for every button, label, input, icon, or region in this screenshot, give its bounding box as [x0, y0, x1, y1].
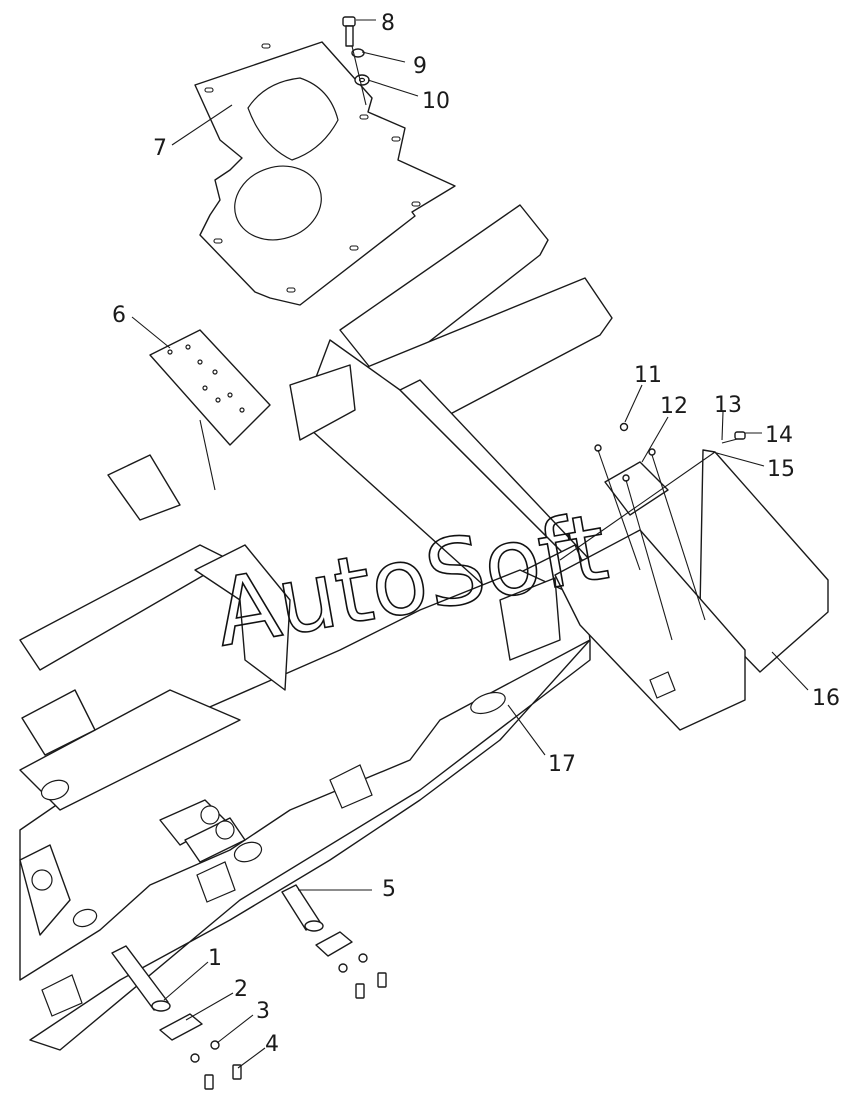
- callout-11: 11: [634, 363, 662, 388]
- callout-16: 16: [812, 686, 840, 711]
- cover-plate-7: [194, 41, 456, 306]
- callout-labels: 8 9 10 7 6 11 12 13 14 15 16 17 5 1 2 3 …: [112, 11, 840, 1057]
- callout-7: 7: [153, 136, 167, 161]
- bracket-12: [604, 461, 669, 516]
- washer-3: [190, 1040, 220, 1063]
- callout-10: 10: [422, 89, 450, 114]
- callout-9: 9: [413, 54, 427, 79]
- pin-1: [111, 945, 171, 1012]
- pin-5: [281, 884, 387, 999]
- callout-15: 15: [767, 457, 795, 482]
- main-frame-17: [19, 204, 613, 1051]
- link-plate-2: [159, 1013, 203, 1041]
- callout-17: 17: [548, 752, 576, 777]
- callout-4: 4: [265, 1032, 279, 1057]
- callout-2: 2: [234, 977, 248, 1002]
- callout-8: 8: [381, 11, 395, 36]
- callout-12: 12: [660, 394, 688, 419]
- fastener-11-15: [559, 422, 746, 641]
- callout-14: 14: [765, 423, 793, 448]
- callout-5: 5: [382, 877, 396, 902]
- callout-3: 3: [256, 999, 270, 1024]
- callout-1: 1: [208, 946, 222, 971]
- callout-13: 13: [714, 393, 742, 418]
- bolt-4: [204, 1064, 242, 1090]
- leader-lines: [131, 19, 809, 1069]
- callout-6: 6: [112, 303, 126, 328]
- washer-10: [354, 74, 370, 86]
- mount-plate-6: [149, 329, 271, 491]
- bolt-8: [342, 16, 356, 47]
